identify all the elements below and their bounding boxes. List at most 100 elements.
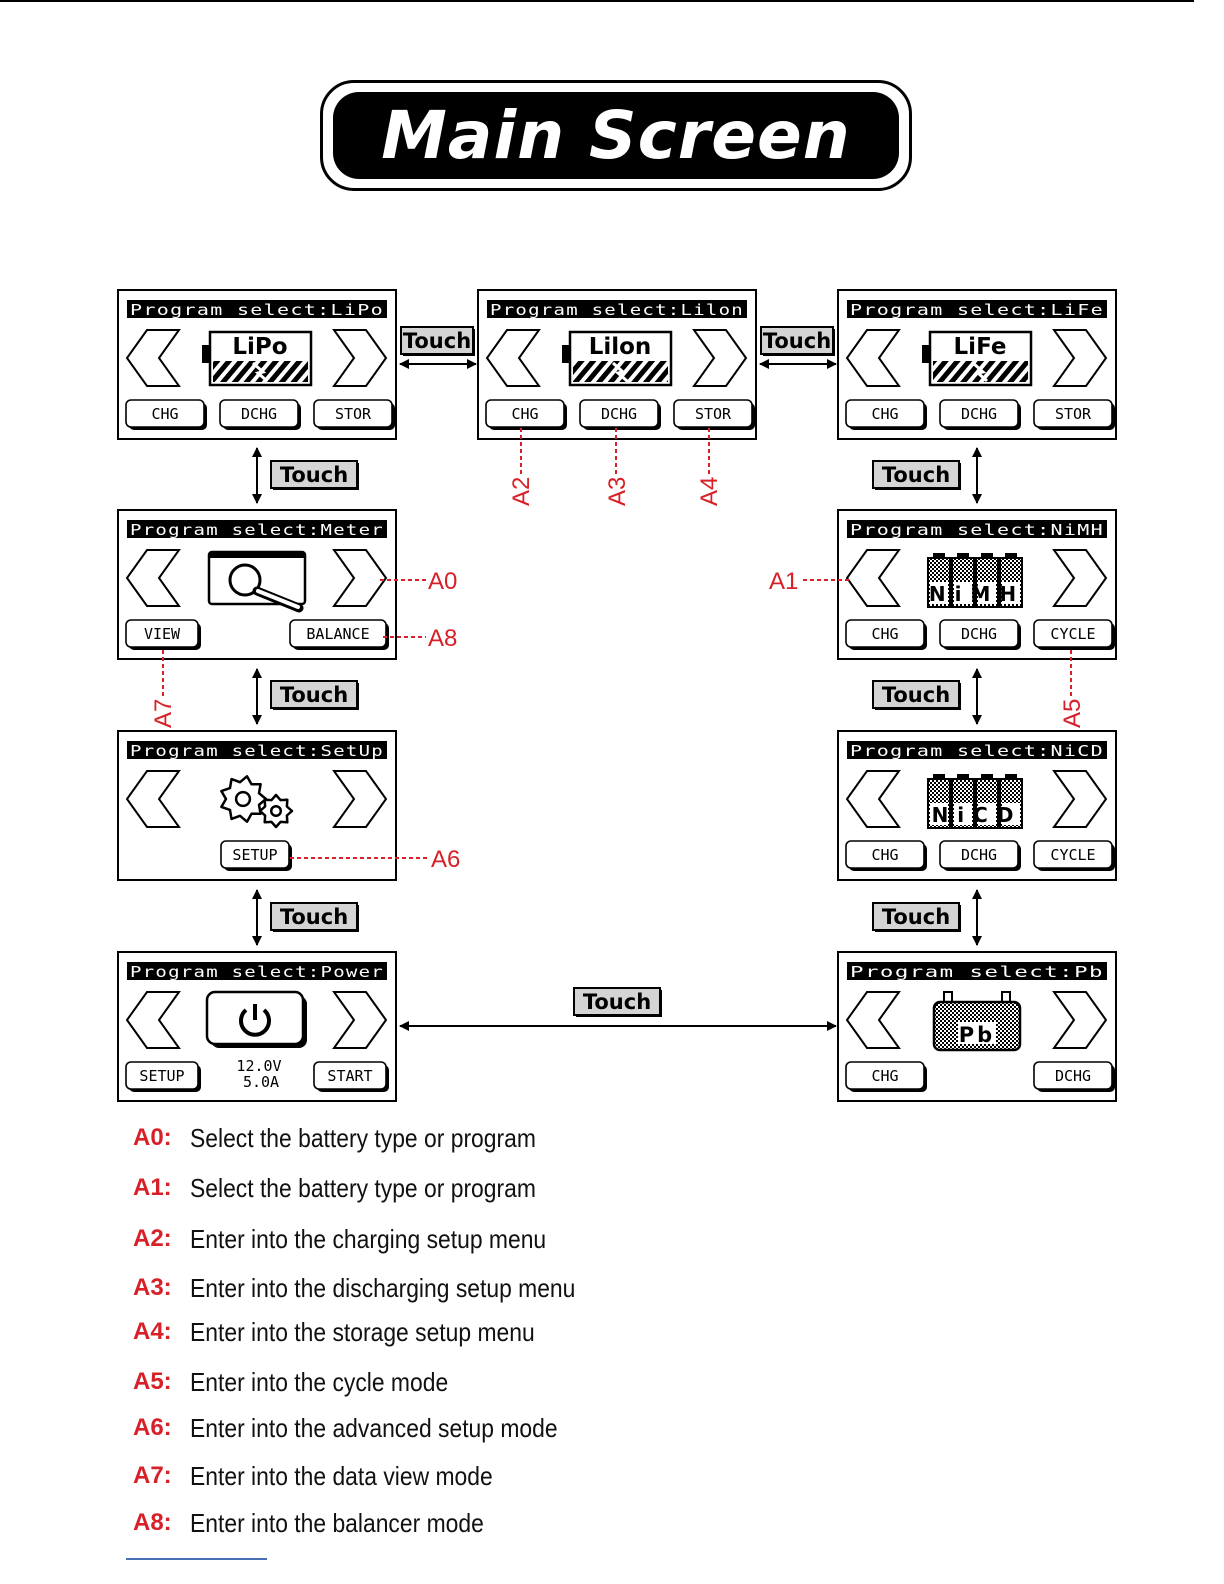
touch-life-nimh: Touch	[872, 460, 961, 490]
chevron-right-icon[interactable]	[1052, 329, 1108, 387]
button-face	[845, 399, 925, 428]
cell-label-bg	[978, 582, 996, 604]
touch-lipo-lilon: Touch	[400, 326, 475, 356]
chevron-left-icon[interactable]	[125, 329, 181, 387]
softkey-dchg-button[interactable]: DCHG	[1033, 1061, 1115, 1092]
touch-box	[270, 460, 358, 489]
touch-box	[872, 680, 960, 709]
cell-label-bg	[954, 803, 972, 825]
screen-header: Program select:Pb	[850, 963, 1104, 981]
softkey-chg-button[interactable]: CHG	[845, 399, 927, 430]
softkey-chg-button[interactable]: CHG	[125, 399, 207, 430]
softkey-chg-button[interactable]: CHG	[845, 619, 927, 650]
callout-a8: A8	[428, 625, 457, 652]
legend-row: A2:Enter into the charging setup menu	[133, 1221, 595, 1257]
button-face	[485, 399, 565, 428]
button-face	[1033, 619, 1113, 648]
legend-row: A0:Select the battery type or program	[133, 1120, 583, 1156]
chevron-right-icon[interactable]	[1052, 770, 1108, 828]
chevron-left-icon[interactable]	[125, 991, 181, 1049]
legend-text: Select the battery type or program	[190, 1122, 536, 1153]
button-face	[845, 619, 925, 648]
chevron-left-icon[interactable]	[845, 549, 901, 607]
button-face	[220, 840, 290, 869]
magnifier-handle-inner	[256, 589, 300, 609]
chevron-left-icon[interactable]	[485, 329, 541, 387]
softkey-dchg-button[interactable]: DCHG	[579, 399, 661, 430]
cell-cap	[981, 774, 993, 780]
softkey-dchg-button[interactable]: DCHG	[939, 399, 1021, 430]
chevron-right-icon[interactable]	[692, 329, 748, 387]
legend-key: A5:	[133, 1368, 172, 1395]
bolt-icon	[611, 361, 628, 383]
touch-box	[400, 326, 474, 355]
softkey-start-button[interactable]: START	[313, 1061, 389, 1092]
button-label: SETUP	[232, 846, 277, 864]
button-label: CYCLE	[1050, 846, 1095, 864]
screen-header: Program select:NiMH	[850, 521, 1104, 539]
chevron-left-icon[interactable]	[845, 770, 901, 828]
button-face	[673, 399, 753, 428]
chevron-right-icon[interactable]	[1052, 991, 1108, 1049]
softkey-cycle-button[interactable]: CYCLE	[1033, 619, 1115, 650]
softkey-view-button[interactable]: VIEW	[125, 619, 201, 650]
screen-header-bar	[127, 962, 387, 980]
callout-a5: A5	[1059, 699, 1086, 728]
callout-a7: A7	[150, 699, 177, 728]
softkey-dchg-button[interactable]: DCHG	[219, 399, 301, 430]
button-label: DCHG	[241, 405, 277, 423]
softkey-setup-button[interactable]: SETUP	[125, 1061, 201, 1092]
battery-type-label: LiFe	[954, 334, 1007, 360]
screen-header: Program select:LiFe	[850, 301, 1104, 319]
cell-cap	[933, 553, 945, 559]
chevron-left-icon[interactable]	[125, 549, 181, 607]
legend-text: Enter into the discharging setup menu	[190, 1272, 576, 1303]
footer-link-rule	[126, 1558, 267, 1560]
chevron-left-icon[interactable]	[845, 329, 901, 387]
callout-a3: A3	[604, 477, 631, 506]
cell-chemistry-label: NiCD	[932, 803, 1023, 827]
chevron-left-icon[interactable]	[125, 770, 181, 828]
button-label: CHG	[871, 625, 898, 643]
softkey-setup-button[interactable]: SETUP	[220, 840, 292, 871]
softkey-chg-button[interactable]: CHG	[485, 399, 567, 430]
chevron-right-icon[interactable]	[1052, 549, 1108, 607]
softkey-dchg-button[interactable]: DCHG	[939, 619, 1021, 650]
screen-header-bar	[847, 741, 1107, 759]
softkey-stor-button[interactable]: STOR	[1033, 399, 1115, 430]
button-label: CHG	[871, 846, 898, 864]
touch-label: Touch	[882, 905, 950, 929]
button-face	[125, 399, 205, 428]
chevron-right-icon[interactable]	[332, 770, 388, 828]
legend-text: Enter into the cycle mode	[190, 1366, 449, 1397]
button-label: STOR	[335, 405, 372, 423]
chevron-right-icon[interactable]	[332, 329, 388, 387]
softkey-dchg-button[interactable]: DCHG	[939, 840, 1021, 871]
battery-icon: LiFe	[922, 330, 1033, 387]
softkey-stor-button[interactable]: STOR	[313, 399, 395, 430]
softkey-cycle-button[interactable]: CYCLE	[1033, 840, 1115, 871]
chevron-left-icon[interactable]	[845, 991, 901, 1049]
legend-row: A4:Enter into the storage setup menu	[133, 1314, 582, 1350]
softkey-stor-button[interactable]: STOR	[673, 399, 755, 430]
legend-key: A2:	[133, 1225, 172, 1252]
legend-key: A8:	[133, 1509, 172, 1536]
screen-header-bar	[487, 300, 747, 318]
touch-lipo-meter: Touch	[270, 460, 359, 490]
chevron-right-icon[interactable]	[332, 991, 388, 1049]
cell-chemistry-label: NiMH	[929, 582, 1025, 606]
cell-cap	[933, 774, 945, 780]
softkey-chg-button[interactable]: CHG	[845, 1061, 927, 1092]
top-rule	[0, 0, 1194, 2]
softkey-balance-button[interactable]: BALANCE	[289, 619, 389, 650]
cell-label-bg	[978, 803, 996, 825]
touch-lilon-life: Touch	[760, 326, 835, 356]
screen-header: Program select:Meter	[130, 521, 384, 539]
softkey-chg-button[interactable]: CHG	[845, 840, 927, 871]
legend-text: Select the battery type or program	[190, 1172, 536, 1203]
chevron-right-icon[interactable]	[332, 549, 388, 607]
